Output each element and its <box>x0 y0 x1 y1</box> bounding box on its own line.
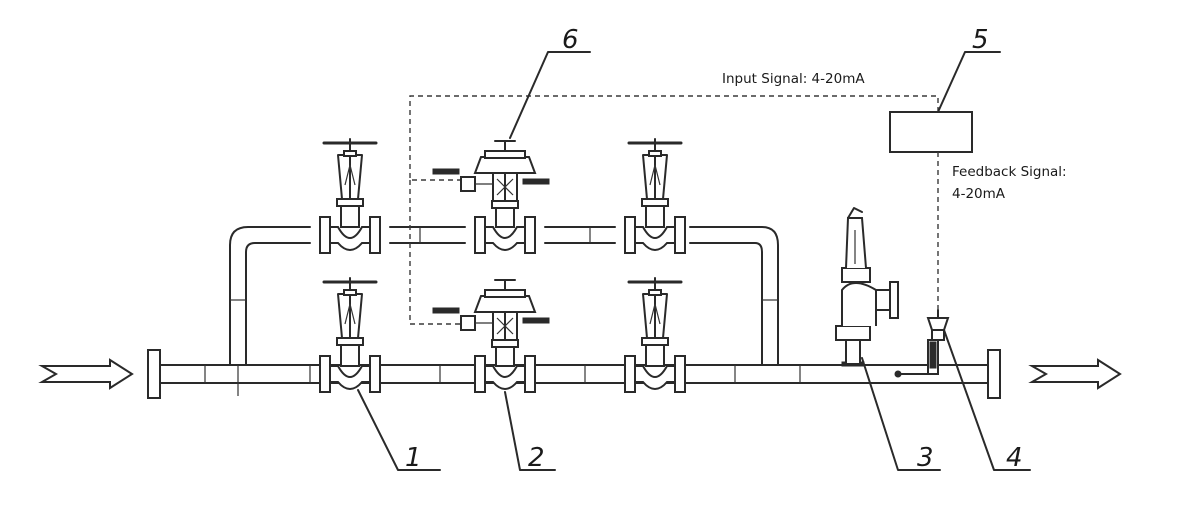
callout-6: 6 <box>509 25 591 139</box>
transmitter-icon <box>894 309 950 378</box>
callout-number-6: 6 <box>562 25 579 55</box>
callout-2: 2 <box>504 391 556 473</box>
callout-4: 4 <box>943 329 1031 473</box>
callout-number-4: 4 <box>1006 443 1023 473</box>
gate-valve-icon <box>318 276 382 394</box>
top-left-gate-valve <box>318 137 382 255</box>
bypass-pipe <box>229 226 779 366</box>
inlet-arrow-icon <box>38 358 134 390</box>
callout-3: 3 <box>861 357 941 473</box>
callout-number-5: 5 <box>972 25 989 55</box>
input-signal-label: Input Signal: 4-20mA <box>722 71 865 87</box>
top-right-gate-valve <box>623 137 687 255</box>
top-control-valve <box>432 140 550 254</box>
callout-number-1: 1 <box>405 443 422 473</box>
callout-1: 1 <box>357 389 441 473</box>
control-valve-icon <box>432 279 550 393</box>
callout-5: 5 <box>937 25 1001 113</box>
safety-valve-icon <box>835 207 899 367</box>
callout-number-2: 2 <box>528 443 545 473</box>
feedback-signal-label-line2: 4-20mA <box>952 186 1006 202</box>
signal-lines <box>409 95 939 325</box>
bottom-right-gate-valve <box>623 276 687 394</box>
feedback-signal-label-line1: Feedback Signal: <box>952 164 1067 180</box>
controller-box-icon <box>889 111 973 153</box>
outlet-arrow-icon <box>1028 358 1122 390</box>
callout-number-3: 3 <box>917 443 934 473</box>
